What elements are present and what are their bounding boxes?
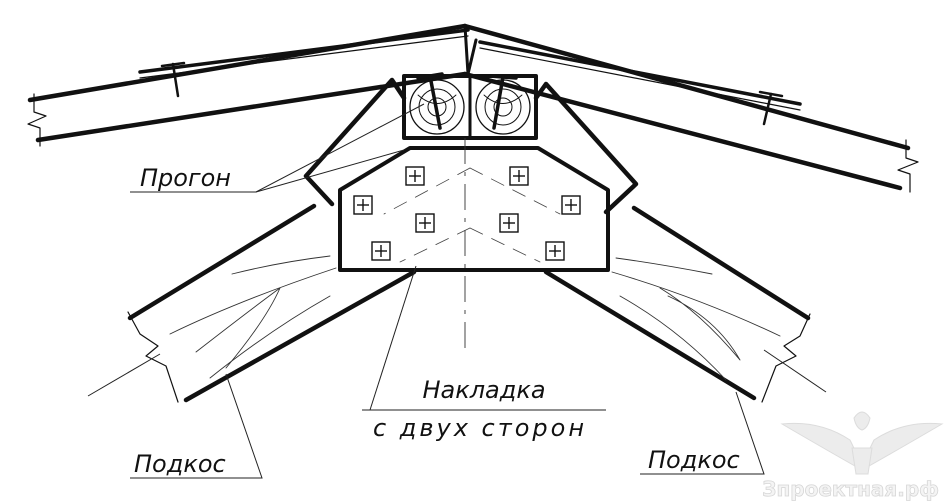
brace-left-break <box>127 311 179 403</box>
sheathing-left-inner <box>139 35 469 79</box>
clamp-right <box>533 81 639 215</box>
plate-outline <box>338 146 610 272</box>
plate-bolt-icon <box>561 195 581 215</box>
leader-lines <box>87 103 827 479</box>
ridge-notch <box>463 24 478 76</box>
purlin-log-right-icon <box>475 79 531 135</box>
brace-right-bottom-edge <box>543 269 757 401</box>
plate-bolts <box>353 166 581 261</box>
plate-bolt-icon <box>415 213 435 233</box>
leader-brace-right <box>640 391 765 475</box>
plate <box>303 77 639 272</box>
rafter-left-break <box>27 93 47 147</box>
plate-bolt-icon <box>405 166 425 186</box>
clamp-left <box>303 77 407 207</box>
plate-bolt-icon <box>353 195 373 215</box>
rafter-left-bottom-edge <box>35 71 468 143</box>
brace-right-break <box>761 313 811 403</box>
sheathing-left <box>138 28 470 74</box>
label-purlin: Прогон <box>140 164 231 192</box>
watermark: Зпроектная.рф <box>762 411 944 501</box>
rafter-right-bottom-edge <box>462 71 903 191</box>
label-plate-line2: с двух сторон <box>373 414 587 442</box>
brace-left-top-edge <box>127 203 317 321</box>
eagle-logo-icon <box>780 411 944 475</box>
roof-screw-left-icon <box>160 61 186 98</box>
plate-bolt-icon <box>545 241 565 261</box>
watermark-text: Зпроектная.рф <box>762 477 939 501</box>
purlin-bolt-right-icon <box>488 74 518 130</box>
plate-bolt-icon <box>499 213 519 233</box>
roof-screw-right-icon <box>758 90 784 126</box>
purlin <box>402 72 538 140</box>
label-brace-right: Подкос <box>648 446 740 474</box>
brace-left-bottom-edge <box>183 269 417 403</box>
label-plate-line1: Накладка <box>422 376 545 404</box>
sheathing <box>138 28 802 126</box>
plate-bolt-icon <box>509 166 529 186</box>
rafter-right-top-edge <box>462 23 911 151</box>
sheathing-right <box>478 40 802 106</box>
sheathing-right-inner <box>479 47 801 111</box>
leader-brace-left <box>130 373 263 479</box>
label-brace-left: Подкос <box>134 450 226 478</box>
plate-bolt-icon <box>371 241 391 261</box>
braces <box>127 203 811 403</box>
brace-right-top-edge <box>631 205 811 321</box>
purlin-bolt-left-icon <box>416 72 444 130</box>
rafter-right-break <box>897 139 919 193</box>
